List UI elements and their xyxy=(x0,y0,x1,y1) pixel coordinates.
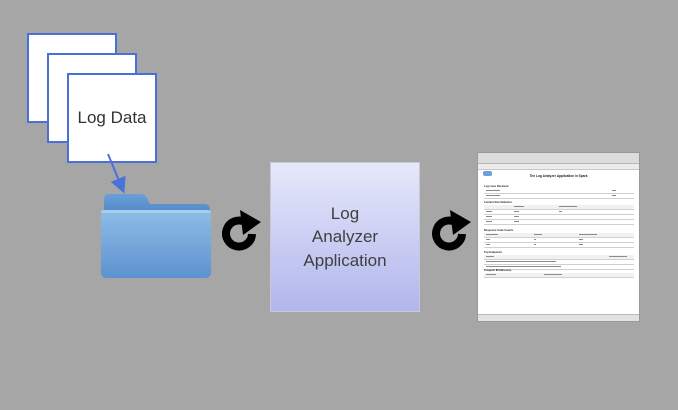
refresh-icon xyxy=(432,210,471,251)
refresh-icon xyxy=(222,210,261,251)
table-row xyxy=(484,205,634,210)
browser-status-bar xyxy=(478,314,639,321)
browser-address-bar xyxy=(478,164,639,170)
browser-section-heading: Top Endpoints xyxy=(484,251,502,254)
browser-table xyxy=(484,189,634,199)
browser-section-heading: Log Lines Received xyxy=(484,185,509,188)
table-row xyxy=(484,215,634,220)
browser-section-heading: Frequent IPAddresses xyxy=(484,269,512,272)
browser-section-heading: Response Code Counts xyxy=(484,229,514,232)
spark-logo-icon xyxy=(483,171,492,176)
table-row xyxy=(484,238,634,243)
table-row xyxy=(484,189,634,194)
table-row xyxy=(484,243,634,248)
table-row xyxy=(484,194,634,199)
table-row xyxy=(484,260,634,265)
table-row xyxy=(484,273,634,278)
table-row xyxy=(484,255,634,260)
log-data-label: Log Data xyxy=(77,108,147,127)
table-row xyxy=(484,265,634,270)
browser-page-title: The Log Analyzer Application in Spark xyxy=(529,174,588,178)
browser-table xyxy=(484,233,634,248)
table-row xyxy=(484,220,634,225)
table-row xyxy=(484,210,634,215)
log-analyzer-application-label: Log Analyzer Application xyxy=(303,203,387,270)
log-analyzer-application-box: Log Analyzer Application xyxy=(270,162,420,312)
table-row xyxy=(484,233,634,238)
browser-screenshot-thumbnail: The Log Analyzer Application in Spark Lo… xyxy=(477,152,640,322)
browser-table xyxy=(484,255,634,270)
browser-table xyxy=(484,205,634,225)
browser-table xyxy=(484,273,634,278)
browser-toolbar xyxy=(478,153,639,164)
browser-section-heading: Content Size Statistics xyxy=(484,201,512,204)
folder-icon xyxy=(101,194,211,278)
